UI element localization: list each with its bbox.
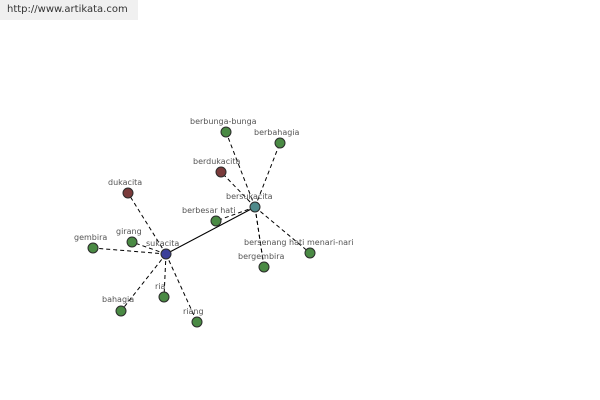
node-bergembira[interactable]: bergembira <box>238 252 285 273</box>
node-berbunga-bunga[interactable]: berbunga-bunga <box>190 117 257 138</box>
node-dot-bergembira[interactable] <box>258 261 270 273</box>
node-dot-berbunga-bunga[interactable] <box>220 126 232 138</box>
node-berbahagia[interactable]: berbahagia <box>254 128 300 149</box>
node-bersukacita[interactable]: bersukacita <box>226 192 273 213</box>
node-label-bergembira: bergembira <box>238 252 285 261</box>
node-dot-dukacita[interactable] <box>122 187 134 199</box>
site-url-watermark: http://www.artikata.com <box>0 0 138 20</box>
node-ria[interactable]: ria <box>155 282 170 303</box>
node-dot-gembira[interactable] <box>87 242 99 254</box>
node-bahagia[interactable]: bahagia <box>102 295 134 317</box>
node-dot-berbahagia[interactable] <box>274 137 286 149</box>
edge-bersukacita-bergembira <box>254 206 265 268</box>
node-label-riang: riang <box>183 307 204 316</box>
node-dot-girang[interactable] <box>126 236 138 248</box>
node-label-berbesar-hati: berbesar hati <box>182 206 236 215</box>
node-bersenang-hati[interactable]: bersenang hati <box>244 238 304 247</box>
edge-sukacita-dukacita <box>127 192 167 255</box>
edge-sukacita-riang <box>165 253 198 323</box>
node-dot-riang[interactable] <box>191 316 203 328</box>
edge-sukacita-bahagia <box>120 253 167 312</box>
node-label-bersukacita: bersukacita <box>226 192 273 201</box>
node-dot-bersukacita[interactable] <box>249 201 261 213</box>
edge-sukacita-bersukacita <box>165 206 256 255</box>
node-label-ria: ria <box>155 282 166 291</box>
edge-sukacita-gembira <box>92 247 167 255</box>
node-dukacita[interactable]: dukacita <box>108 178 142 199</box>
node-label-berbunga-bunga: berbunga-bunga <box>190 117 257 126</box>
edge-layer <box>92 131 311 323</box>
node-gembira[interactable]: gembira <box>74 233 107 254</box>
edge-bersukacita-berdukacita <box>220 171 256 208</box>
node-label-berbahagia: berbahagia <box>254 128 300 137</box>
node-sukacita[interactable]: sukacita <box>146 239 179 260</box>
node-dot-berbesar-hati[interactable] <box>210 215 222 227</box>
edge-sukacita-girang <box>131 241 167 255</box>
node-dot-menari-nari[interactable] <box>304 247 316 259</box>
node-berbesar-hati[interactable]: berbesar hati <box>182 206 236 227</box>
node-label-berdukacita: berdukacita <box>193 157 240 166</box>
node-label-gembira: gembira <box>74 233 107 242</box>
node-riang[interactable]: riang <box>183 307 204 328</box>
node-dot-berdukacita[interactable] <box>215 166 227 178</box>
edge-bersukacita-berbahagia <box>254 142 281 208</box>
node-dot-bahagia[interactable] <box>115 305 127 317</box>
node-label-girang: girang <box>116 227 142 236</box>
node-label-menari-nari: menari-nari <box>307 238 354 247</box>
node-layer: sukacita bersukacita berbunga-bunga berbaha… <box>74 117 354 328</box>
node-girang[interactable]: girang <box>116 227 142 248</box>
node-dot-sukacita[interactable] <box>160 248 172 260</box>
edge-sukacita-ria <box>163 253 167 298</box>
node-berdukacita[interactable]: berdukacita <box>193 157 240 178</box>
node-label-dukacita: dukacita <box>108 178 142 187</box>
node-dot-ria[interactable] <box>158 291 170 303</box>
node-label-bersenang-hati: bersenang hati <box>244 238 304 247</box>
node-label-sukacita: sukacita <box>146 239 179 248</box>
edge-bersukacita-menari-nari <box>254 206 311 254</box>
node-label-bahagia: bahagia <box>102 295 134 304</box>
node-menari-nari[interactable]: menari-nari <box>304 238 354 259</box>
